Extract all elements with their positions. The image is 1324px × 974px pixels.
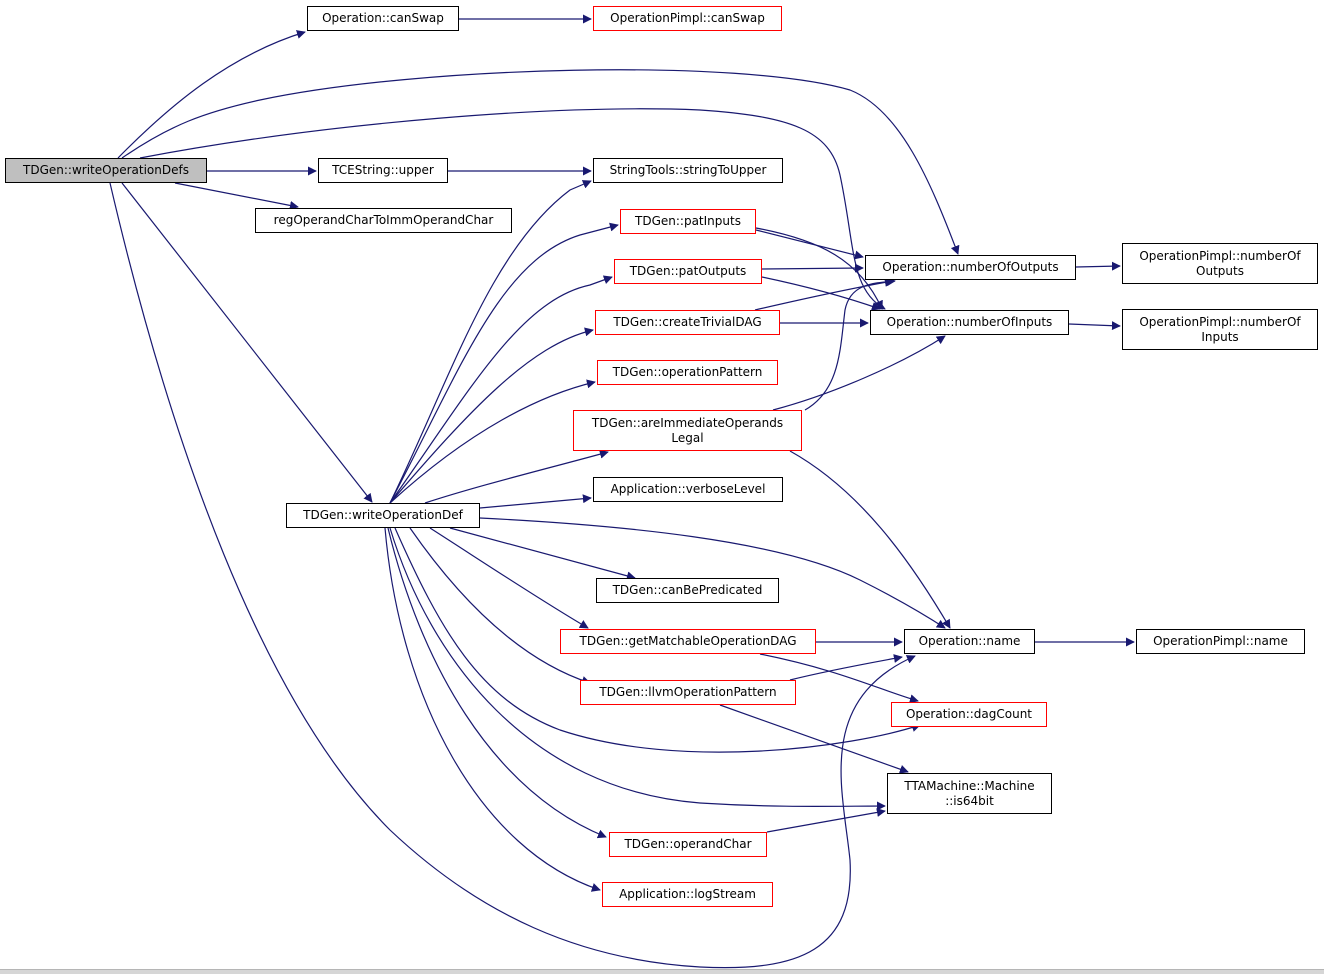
node-operationpimpl-canswap[interactable]: OperationPimpl::canSwap [593,6,782,31]
edge-imm-legal-to-num-outputs-loop [804,277,896,411]
node-tdgen-operationpattern[interactable]: TDGen::operationPattern [597,360,778,385]
edge-write-def-to-can-pred [449,527,636,581]
node-tdgen-canbepredicated[interactable]: TDGen::canBePredicated [596,578,779,603]
edge-write-def-to-op-pattern [389,379,596,504]
edge-write-def-to-create-dag [389,327,594,504]
edge-get-dag-to-dag-count [759,653,919,704]
bottom-divider [0,969,1324,974]
node-tdgen-patinputs[interactable]: TDGen::patInputs [620,209,756,234]
edge-root-to-op-canswap [117,30,306,159]
edge-write-def-to-verbose [479,494,592,509]
edge-operand-char-to-is64 [766,807,886,833]
edge-write-def-to-pat-inputs [389,222,619,504]
edge-write-def-to-get-dag [429,527,589,629]
edge-write-def-to-log-stream [384,527,601,892]
edge-pat-outputs-to-num-outputs [761,263,864,273]
edge-write-def-to-is64 [389,527,886,811]
edge-pat-inputs-to-num-outputs [755,229,864,260]
node-tdgen-writeoperationdef[interactable]: TDGen::writeOperationDef [286,503,480,528]
edge-root-to-num-inputs-top [139,108,886,310]
node-write-operation-defs: TDGen::writeOperationDefs [5,158,207,183]
edge-imm-legal-to-op-name [789,450,951,629]
edge-write-def-to-llvm-pat [409,527,591,685]
node-tdgen-createtrivialdag[interactable]: TDGen::createTrivialDAG [595,310,780,335]
node-stringtools-stringtoupper[interactable]: StringTools::stringToUpper [593,158,783,183]
edge-root-to-num-outputs-top [121,69,960,255]
edge-root-to-write-def [121,182,373,503]
edge-llvm-pat-to-is64 [719,704,909,774]
node-tdgen-llvmoperationpattern[interactable]: TDGen::llvmOperationPattern [580,680,796,705]
node-regoperandchartoimmoperandchar[interactable]: regOperandCharToImmOperandChar [255,208,512,233]
edge-write-def-to-pat-outputs [389,275,613,504]
node-operation-numberofinputs[interactable]: Operation::numberOfInputs [870,310,1069,335]
edge-root-to-regop [174,182,299,210]
node-operation-dagcount[interactable]: Operation::dagCount [891,702,1047,727]
edge-num-outputs-to-opp-num-out [1075,261,1121,271]
edge-imm-legal-to-num-inputs [772,335,946,411]
edge-root-to-op-name-loop [109,182,916,969]
node-operationpimpl-numberofoutputs[interactable]: OperationPimpl::numberOf Outputs [1122,243,1318,284]
node-tdgen-areimmediateoperandslegal[interactable]: TDGen::areImmediateOperands Legal [573,410,802,451]
node-operation-numberofoutputs[interactable]: Operation::numberOfOutputs [865,255,1076,280]
node-operation-canswap[interactable]: Operation::canSwap [307,6,459,31]
edge-create-dag-to-num-outputs [754,277,894,311]
node-application-logstream[interactable]: Application::logStream [602,882,773,907]
edge-write-def-to-operand-char [387,527,607,839]
edge-write-def-to-dag-count [394,527,921,753]
edge-pat-inputs-to-num-inputs [755,227,883,310]
edge-pat-outputs-to-num-inputs [761,276,881,311]
node-tdgen-getmatchableoperationdag[interactable]: TDGen::getMatchableOperationDAG [560,629,816,654]
edge-write-def-to-st-upper [389,180,592,504]
node-application-verboselevel[interactable]: Application::verboseLevel [593,477,783,502]
edge-llvm-pat-to-op-name [789,654,903,681]
node-tdgen-operandchar[interactable]: TDGen::operandChar [609,832,767,857]
node-ttamachine-machine-is64bit[interactable]: TTAMachine::Machine ::is64bit [887,773,1052,814]
edge-num-inputs-to-opp-num-in [1068,321,1121,331]
node-operationpimpl-numberofinputs[interactable]: OperationPimpl::numberOf Inputs [1122,309,1318,350]
node-tcestring-upper[interactable]: TCEString::upper [318,158,448,183]
node-operationpimpl-name[interactable]: OperationPimpl::name [1136,629,1305,654]
edge-write-def-to-imm-legal [424,449,609,504]
node-tdgen-patoutputs[interactable]: TDGen::patOutputs [614,259,762,284]
node-operation-name[interactable]: Operation::name [904,629,1035,654]
edge-write-def-to-op-name [479,517,946,629]
